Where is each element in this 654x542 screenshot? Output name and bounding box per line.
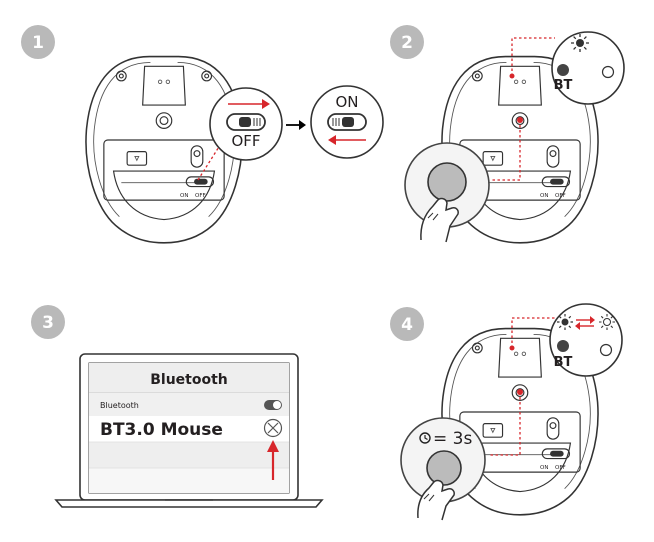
window-title: Bluetooth [150, 372, 228, 388]
svg-text:3: 3 [42, 313, 54, 333]
left-arrow-icon [328, 135, 336, 145]
switch-on-small-label: ON [540, 193, 548, 199]
step-4: 4 ON OFF [390, 303, 623, 521]
led-sun-icon [557, 314, 573, 330]
bt-label: BT [554, 78, 573, 93]
bt-label: BT [554, 355, 573, 370]
hold-time-label: = 3s [433, 429, 472, 449]
switch-knob [239, 117, 251, 127]
svg-text:4: 4 [401, 315, 413, 335]
step-4-badge: 4 [390, 307, 424, 341]
clock-icon [419, 432, 431, 444]
led-blinking-cycle-icon [575, 316, 595, 330]
section-label: Bluetooth [100, 401, 139, 410]
press-hold-zoom-circle: = 3s [400, 417, 486, 521]
device-name[interactable]: BT3.0 Mouse [100, 420, 223, 440]
led-off-sun-icon [599, 314, 615, 330]
switch-off-small-label: OFF [555, 465, 566, 471]
switch-on-small-label: ON [540, 465, 548, 471]
right-arrow-icon [286, 120, 306, 130]
switch-off-small-label: OFF [555, 193, 566, 199]
press-zoom-circle [404, 142, 490, 243]
switch-zoom-off: OFF [209, 87, 283, 161]
bt-button [557, 64, 569, 76]
mouse-bottom-view [85, 55, 243, 244]
step-3: 3 Bluetooth Bluetooth BT3.0 Mouse [31, 305, 324, 508]
step-3-badge: 3 [31, 305, 65, 339]
step-2: 2 ON OFF BT [390, 25, 625, 244]
step-2-badge: 2 [390, 25, 424, 59]
on-label: ON [335, 93, 358, 111]
led-sun-icon [571, 34, 589, 52]
finger-press-icon [420, 197, 459, 243]
up-arrow-icon [267, 440, 279, 480]
close-circle-icon[interactable] [263, 418, 283, 438]
led-zoom-circle: BT [551, 31, 625, 105]
svg-text:2: 2 [401, 33, 413, 53]
right-arrow-icon [262, 99, 270, 109]
step-1-badge: 1 [21, 25, 55, 59]
switch-zoom-on: ON [310, 85, 384, 159]
step-1: 1 ON OFF OFF ON [21, 25, 384, 244]
bt-button [557, 340, 569, 352]
bluetooth-window: Bluetooth Bluetooth BT3.0 Mouse [89, 363, 289, 493]
off-label: OFF [231, 132, 260, 150]
led-zoom-circle: BT [549, 303, 623, 377]
toggle-switch-icon[interactable] [264, 400, 282, 410]
switch-on-small-label: ON [180, 193, 188, 199]
finger-press-icon [417, 479, 455, 521]
switch-off-small-label: OFF [195, 193, 206, 199]
svg-text:1: 1 [32, 33, 44, 53]
